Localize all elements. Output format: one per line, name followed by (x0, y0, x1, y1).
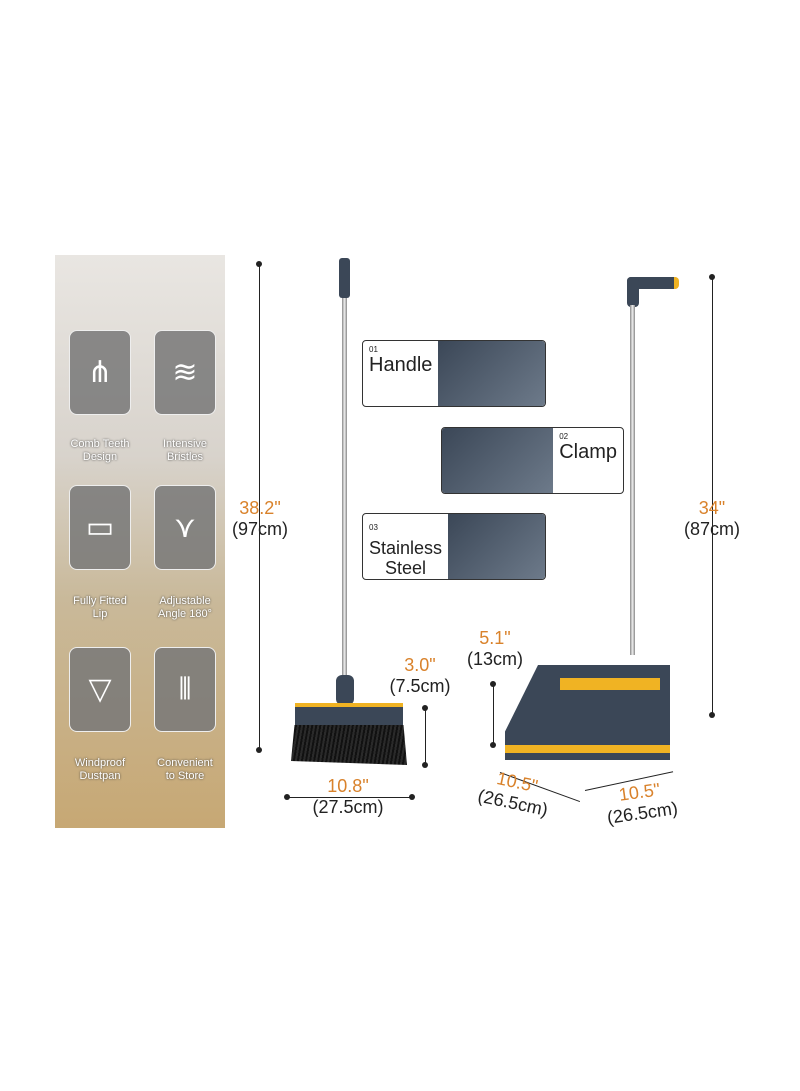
bristles-icon: ≋ (154, 330, 216, 415)
store-icon: ⫴ (154, 647, 216, 732)
broom-head (295, 703, 403, 725)
broom-width-dimension: 10.8"(27.5cm) (312, 776, 384, 817)
dustpan-pole (630, 305, 635, 655)
broom-handle-grip (339, 258, 350, 298)
feature-label: Intensive Bristles (162, 438, 208, 463)
feature-label: Comb Teeth Design (70, 438, 130, 463)
feature-label: Convenient to Store (157, 757, 213, 782)
broom-head-height-dimension: 3.0"(7.5cm) (389, 655, 451, 696)
broom-bristles (291, 725, 407, 765)
broom-pole (342, 298, 347, 678)
feature-label: Adjustable Angle 180° (158, 595, 212, 620)
feature-label: Windproof Dustpan (74, 757, 126, 782)
broom-height-dimension: 38.2"(97cm) (231, 498, 288, 539)
lip-icon: ▭ (69, 485, 131, 570)
dustpan-length-dimension: 10.5"(26.5cm) (476, 768, 550, 820)
dustpan-height-dimension: 34"(87cm) (683, 498, 740, 539)
dustpan-depth-dimension: 5.1"(13cm) (466, 628, 523, 669)
angle-icon: ⋎ (154, 485, 216, 570)
windproof-icon: ▽ (69, 647, 131, 732)
feature-label: Fully Fitted Lip (73, 595, 127, 620)
dustpan-width-dimension: 10.5"(26.5cm) (605, 779, 679, 828)
comb-icon: ⋔ (69, 330, 131, 415)
feature-panel: ⋔ Comb Teeth Design ≋ Intensive Bristles… (55, 255, 225, 828)
